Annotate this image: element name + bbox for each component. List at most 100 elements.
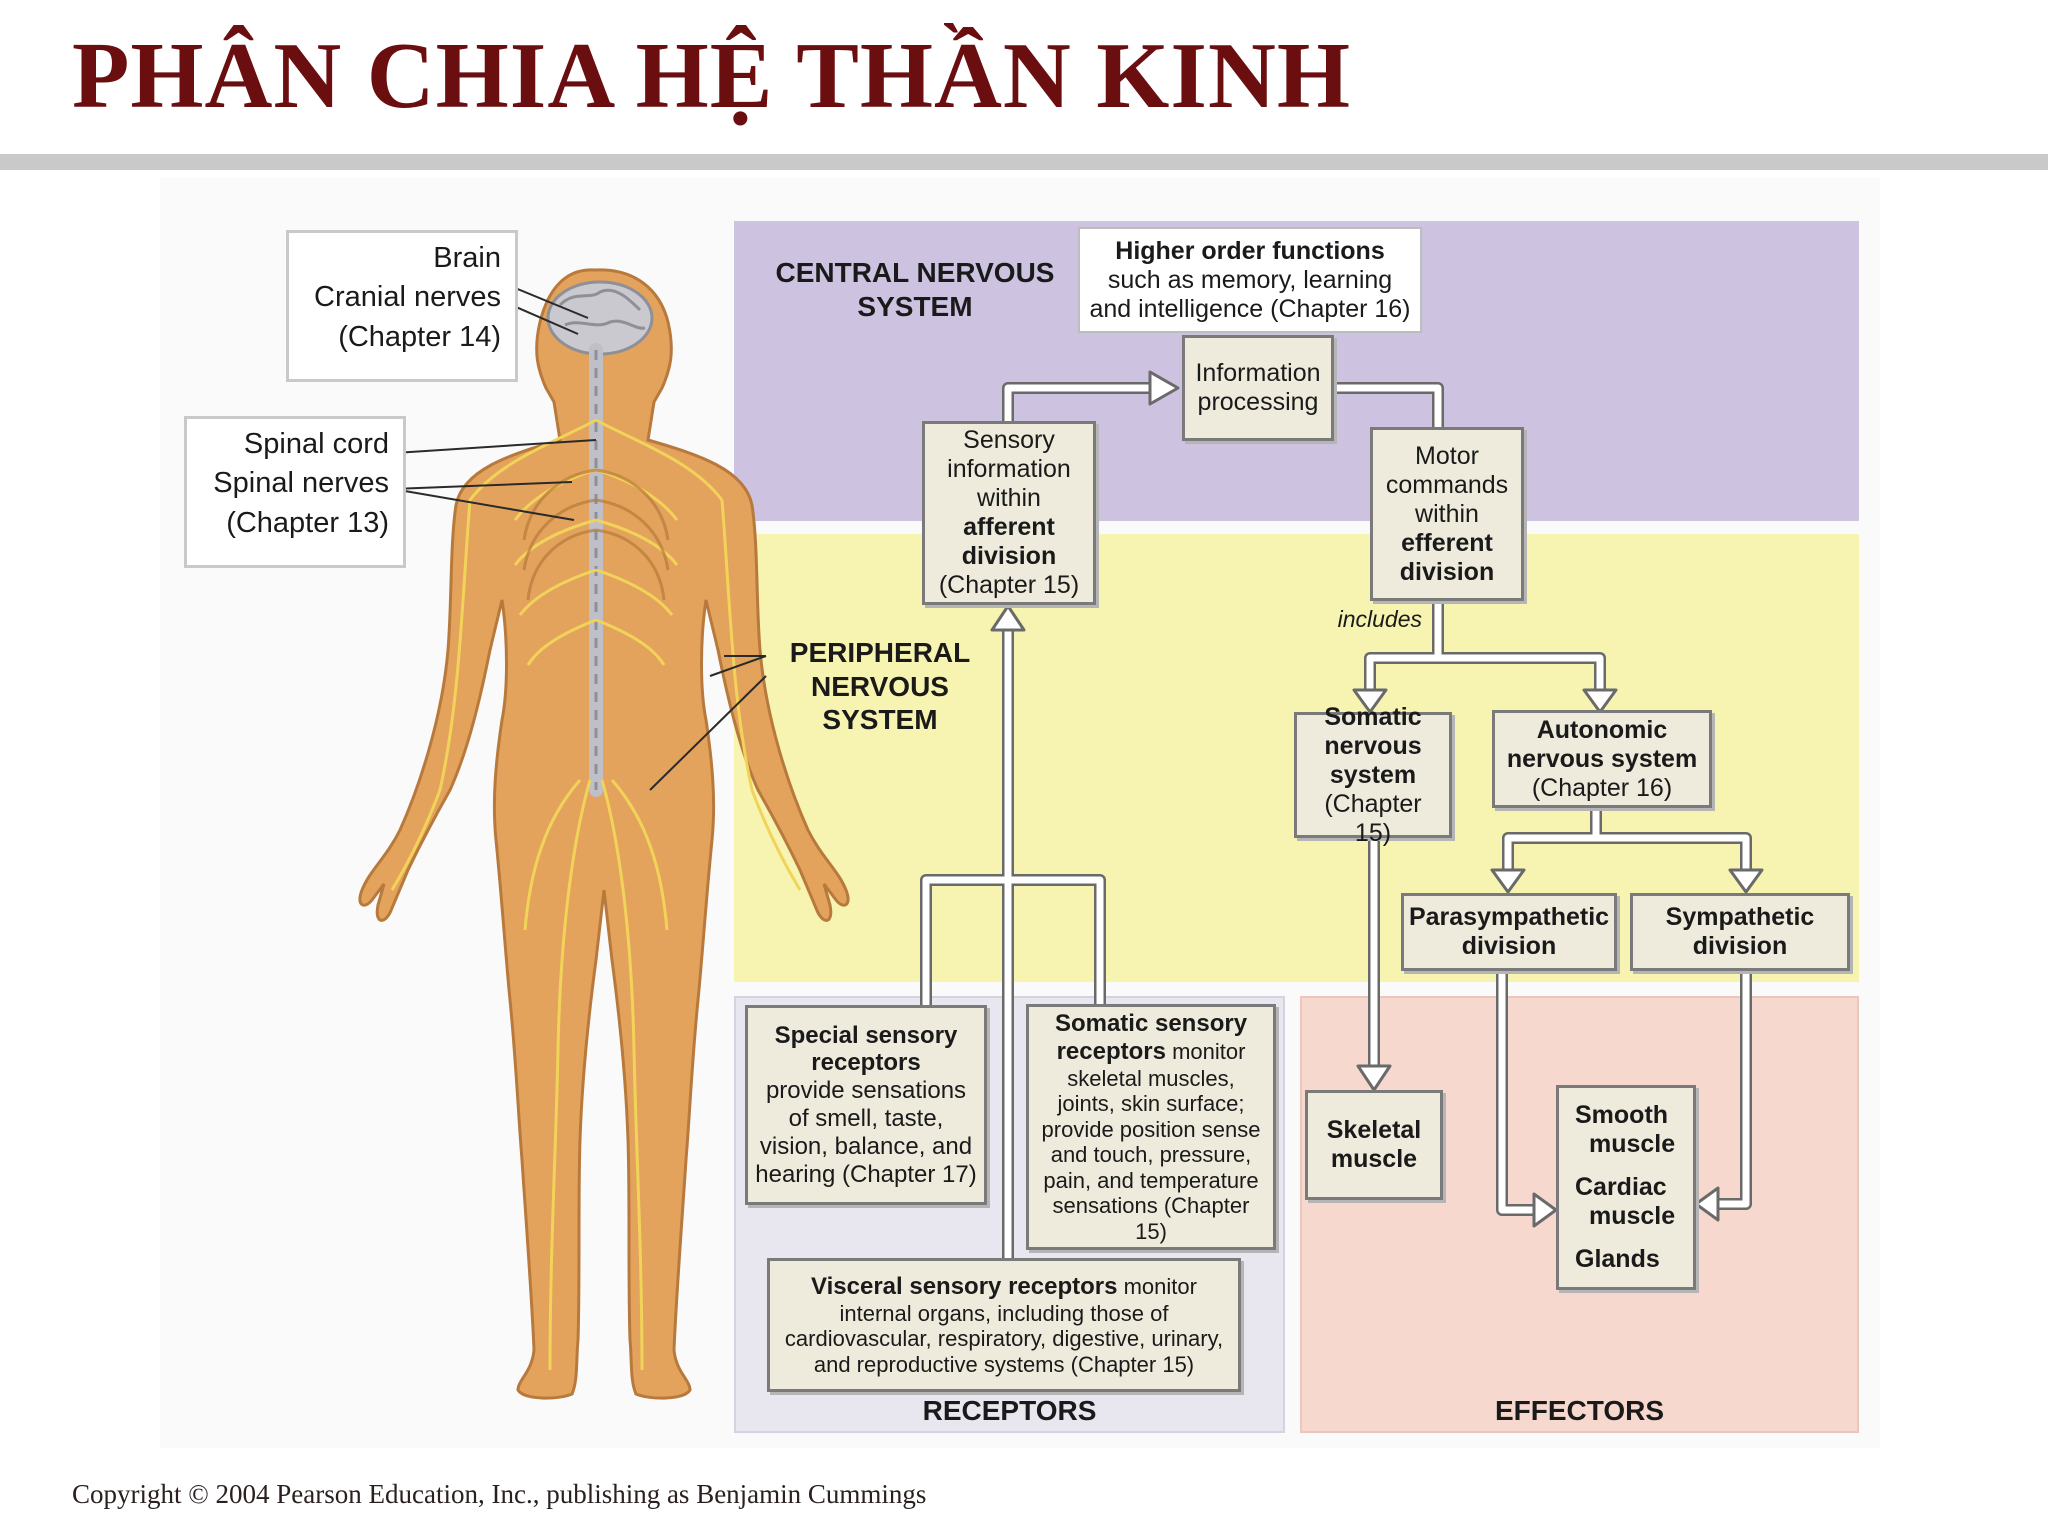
special-line3: provide sensations <box>765 1077 967 1105</box>
peripheral-nerves-icon <box>390 418 802 1371</box>
title-divider <box>0 154 2048 170</box>
pns-label-line2: NERVOUS <box>811 670 949 702</box>
glands-label: Glands <box>1575 1245 1660 1273</box>
visceral-text1: monitor <box>1117 1273 1197 1299</box>
somatic-nervous-system-box: Somatic nervous system (Chapter 15) <box>1294 703 1452 847</box>
somsens-bold2: receptors <box>1056 1037 1166 1065</box>
motor-line4: efferent <box>1401 528 1493 557</box>
receptors-label: RECEPTORS <box>922 1395 1097 1426</box>
cardiac-line1: Cardiac <box>1575 1173 1667 1201</box>
parasympathetic-division-box: Parasympathetic division <box>1401 893 1617 971</box>
special-sensory-receptors-box: Special sensory receptors provide sensat… <box>745 1005 987 1205</box>
skeletal-muscle-box: Skeletal muscle <box>1305 1090 1443 1200</box>
pns-label-line1: PERIPHERAL <box>789 637 971 668</box>
arrow-symp-to-smooth <box>1712 965 1752 1210</box>
brain-chapter-label: (Chapter 14) <box>338 320 501 353</box>
info-line2: processing <box>1197 388 1319 416</box>
somsens-text2: monitor <box>1165 1038 1246 1064</box>
arrow-info-to-motor <box>1328 382 1444 433</box>
spinal-label-box: Spinal cord Spinal nerves (Chapter 13) <box>184 416 406 568</box>
visceral-line4: and reproductive systems (Chapter 15) <box>813 1351 1195 1377</box>
motor-line1: Motor <box>1415 441 1479 470</box>
special-line2: receptors <box>811 1049 921 1077</box>
sensory-line1: Sensory <box>963 426 1055 454</box>
sensory-line3: within <box>977 484 1041 512</box>
skeletal-line1: Skeletal <box>1326 1116 1422 1144</box>
smooth-cardiac-glands-box: Smooth muscle Cardiac muscle Glands <box>1556 1085 1696 1290</box>
slide-title: PHÂN CHIA HỆ THẦN KINH <box>72 24 1351 128</box>
copyright-notice: Copyright © 2004 Pearson Education, Inc.… <box>72 1479 927 1509</box>
visceral-line2: internal organs, including those of <box>839 1300 1169 1326</box>
higher-order-title: Higher order functions <box>1115 236 1385 265</box>
para-line1: Parasympathetic <box>1408 903 1610 931</box>
motor-line5: division <box>1399 557 1495 586</box>
cardiac-line2: muscle <box>1589 1202 1676 1230</box>
arrow-para-to-smooth <box>1496 965 1540 1216</box>
info-line1: Information <box>1195 359 1321 387</box>
arrow-sensory-to-info <box>1002 382 1156 427</box>
cns-label-line1: CENTRAL NERVOUS <box>775 257 1055 288</box>
special-line6: hearing (Chapter 17) <box>755 1160 977 1188</box>
cranial-nerves-label: Cranial nerves <box>314 281 501 314</box>
sympathetic-division-box: Sympathetic division <box>1630 893 1850 971</box>
sensory-line5: division <box>961 542 1057 570</box>
brain-label: Brain <box>433 242 501 274</box>
visceral-line1: Visceral sensory receptors monitor <box>811 1273 1197 1301</box>
autonomic-line1: Autonomic <box>1536 715 1668 744</box>
somsens-line7: pain, and temperature <box>1043 1167 1259 1193</box>
somsens-bold1: Somatic sensory <box>1054 1009 1248 1037</box>
somsens-line8: sensations (Chapter 15) <box>1052 1193 1250 1244</box>
visceral-bold1: Visceral sensory receptors <box>811 1272 1118 1300</box>
special-line5: vision, balance, and <box>759 1132 973 1160</box>
effectors-label: EFFECTORS <box>1494 1395 1665 1426</box>
somsens-line5: provide position sense <box>1041 1116 1261 1142</box>
cns-label: CENTRAL NERVOUS SYSTEM <box>760 256 1070 323</box>
somsens-line3: skeletal muscles, <box>1067 1065 1235 1091</box>
sensory-line2: information <box>947 455 1071 483</box>
higher-order-functions-box: Higher order functions such as memory, l… <box>1078 227 1422 333</box>
somsens-line6: and touch, pressure, <box>1050 1142 1252 1168</box>
special-line1: Special sensory <box>774 1021 958 1049</box>
somatic-line4: (Chapter 15) <box>1324 789 1422 847</box>
visceral-sensory-receptors-box: Visceral sensory receptors monitor inter… <box>767 1258 1241 1392</box>
brain-icon <box>546 280 654 356</box>
smooth-line2: muscle <box>1589 1130 1676 1158</box>
special-line4: of smell, taste, <box>788 1105 944 1132</box>
rib-cage-icon <box>522 468 670 601</box>
motor-line2: commands <box>1385 470 1509 499</box>
symp-line2: division <box>1692 932 1788 960</box>
cns-label-line2: SYSTEM <box>857 290 973 322</box>
includes-label: includes <box>1337 606 1422 632</box>
somatic-line1: Somatic <box>1324 702 1422 731</box>
somatic-sensory-receptors-box: Somatic sensory receptors monitor skelet… <box>1026 1004 1276 1250</box>
brain-label-box: Brain Cranial nerves (Chapter 14) <box>286 230 518 382</box>
pns-label-line3: SYSTEM <box>822 704 938 736</box>
autonomic-line2: nervous system <box>1506 744 1698 773</box>
symp-line1: Sympathetic <box>1665 903 1815 931</box>
smooth-line1: Smooth <box>1575 1101 1669 1129</box>
information-processing-box: Information processing <box>1182 335 1334 441</box>
autonomic-line3: (Chapter 16) <box>1531 773 1673 802</box>
somatic-line3: system <box>1329 760 1417 789</box>
spinal-nerves-label: Spinal nerves <box>213 467 389 500</box>
autonomic-nervous-system-box: Autonomic nervous system (Chapter 16) <box>1492 710 1712 808</box>
motor-line3: within <box>1415 499 1479 528</box>
somsens-line4: joints, skin surface; <box>1057 1091 1245 1117</box>
sensory-line6: (Chapter 15) <box>938 571 1080 599</box>
sensory-line4: afferent <box>963 513 1055 541</box>
visceral-line3: cardiovascular, respiratory, digestive, … <box>784 1326 1224 1352</box>
higher-order-line2: such as memory, learning <box>1107 265 1393 294</box>
para-line2: division <box>1461 932 1557 960</box>
spinal-chapter-label: (Chapter 13) <box>226 506 389 539</box>
skeletal-line2: muscle <box>1330 1145 1418 1173</box>
sensory-information-box: Sensory information within afferent divi… <box>922 421 1096 605</box>
motor-commands-box: Motor commands within efferent division <box>1370 427 1524 601</box>
arrowheads <box>990 370 1764 1228</box>
spinal-cord-label: Spinal cord <box>243 428 389 460</box>
pns-label: PERIPHERAL NERVOUS SYSTEM <box>770 636 990 737</box>
higher-order-line3: and intelligence (Chapter 16) <box>1089 294 1411 323</box>
somatic-line2: nervous <box>1324 731 1422 760</box>
somsens-line2: receptors monitor <box>1057 1038 1246 1066</box>
